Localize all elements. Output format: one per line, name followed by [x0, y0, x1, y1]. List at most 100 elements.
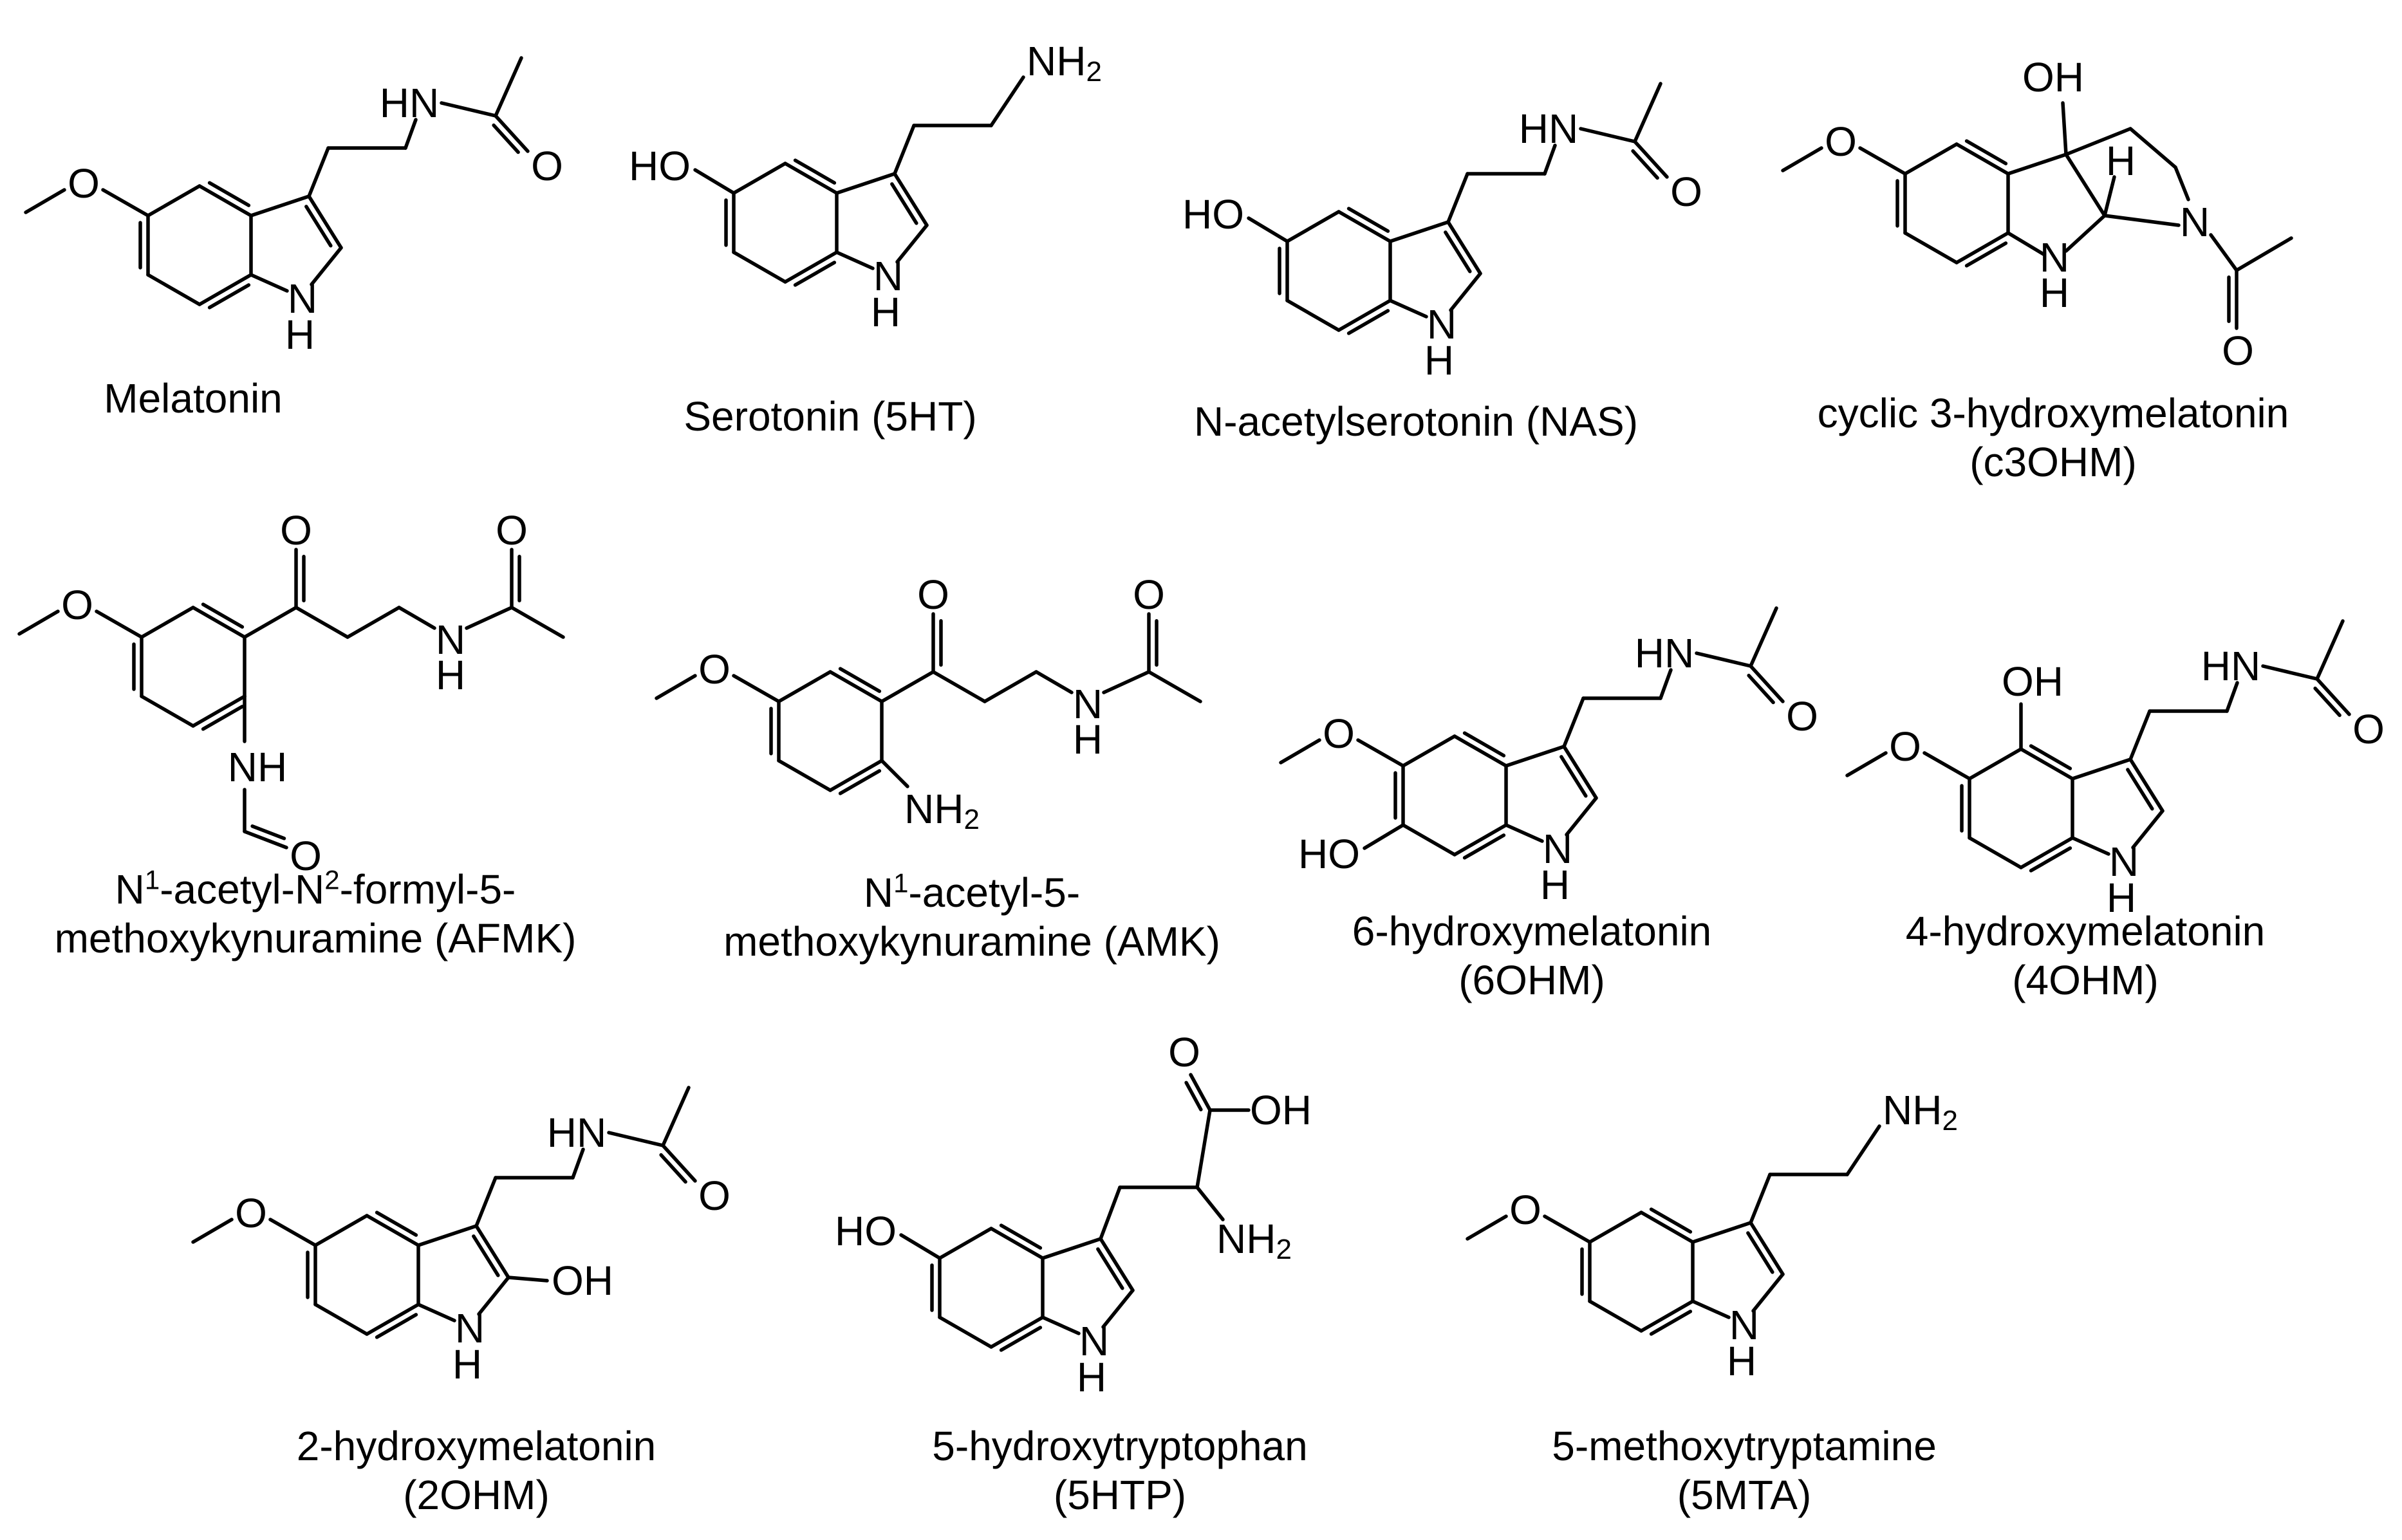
amide-bond [1579, 127, 1637, 144]
amide-n-label: N [436, 617, 465, 663]
benzene-bond [828, 670, 884, 703]
pyrrole-bond [1446, 220, 1482, 275]
pyrrole-bond [895, 223, 929, 264]
pyrrole-bond [477, 1276, 510, 1316]
benzene-bond [365, 1303, 420, 1336]
ethyl-bond [474, 1176, 498, 1228]
benzene-bond [1401, 734, 1457, 768]
benzene-bond [140, 606, 195, 639]
benzene-bond [999, 1326, 1043, 1352]
amine-bond [1845, 1124, 1881, 1176]
ethyl-bond [893, 124, 916, 176]
benzene-bond [2019, 836, 2074, 869]
ketone-bond [880, 670, 935, 703]
caption-6ohm: 6-hydroxymelatonin (6OHM) [1352, 908, 1712, 1003]
hydroxy-bond [1247, 216, 1289, 243]
carbonyl-bond [494, 114, 530, 153]
benzene-bond [783, 162, 839, 195]
hydroxy-bond [1363, 823, 1405, 850]
amide-bond [1695, 651, 1753, 668]
ethyl-bond [2128, 709, 2152, 761]
benzene-bond [938, 1227, 993, 1260]
pyrrole-bond [835, 250, 875, 270]
benzene-bond [201, 602, 245, 629]
benzene-bond [1285, 299, 1341, 332]
benzene-bond [207, 181, 251, 207]
hydroxy-bond [899, 1233, 942, 1260]
benzene-bond [2019, 747, 2074, 781]
amide-hn-label: HN [547, 1109, 606, 1156]
methyl-bond [17, 609, 60, 636]
pyrrole-bond [2131, 809, 2165, 849]
amide-h-label: H [1073, 716, 1103, 763]
benzene-bond [365, 1214, 420, 1247]
pyrrole-bond [1388, 299, 1428, 319]
amine-label: NH2 [1027, 38, 1102, 88]
methyl-bond [1845, 751, 1888, 777]
indole-h-label: H [871, 289, 900, 335]
benzene-bond [313, 1303, 369, 1336]
amine-bond [989, 75, 1025, 127]
pyrrolidine-bond [2103, 214, 2181, 227]
carbonyl-o-label: O [2222, 328, 2254, 374]
carbonyl-bond [1749, 664, 1785, 703]
amide-bond [1659, 668, 1673, 700]
indole-n-label: N [455, 1305, 485, 1351]
amine-label: NH2 [904, 786, 980, 835]
ethyl-bond [307, 146, 330, 198]
acetyl-methyl-bond [1633, 82, 1662, 144]
benzene-bond [1639, 1211, 1695, 1244]
ring-bond [2006, 153, 2068, 176]
pyrrole-bond [1746, 1231, 1774, 1274]
benzene-bond [777, 670, 832, 703]
amide-hn-label: HN [380, 80, 439, 126]
benzene-bond [838, 769, 882, 795]
amide-bond [2225, 681, 2239, 713]
pyrrole-bond [2071, 757, 2132, 781]
carboxyl-o-label: O [1168, 1029, 1200, 1075]
pyrrole-bond [1504, 745, 1566, 768]
acetyl-methyl-bond [494, 56, 523, 118]
methoxy-o-label: O [1509, 1187, 1541, 1233]
formamide-nh-label: NH [228, 744, 287, 790]
benzene-bond [777, 759, 832, 792]
chain-bond [1034, 670, 1074, 694]
carbonyl-bond [1747, 673, 1775, 705]
methyl-bond [1781, 146, 1823, 172]
carbonyl-bond [492, 123, 520, 154]
caption-amk: N1-acetyl-5- methoxykynuramine (AMK) [723, 867, 1220, 965]
indole-n-label: N [2109, 839, 2139, 885]
benzene-bond [1453, 823, 1508, 857]
pyrrole-bond [1041, 1315, 1081, 1335]
pyrrole-bond [416, 1224, 478, 1247]
benzene-bond [1588, 1299, 1643, 1333]
caption-melatonin: Melatonin [104, 375, 283, 422]
ketone-o-label: O [280, 507, 312, 553]
indole-h-label: H [1077, 1354, 1106, 1400]
pyrrole-bond [1565, 796, 1598, 837]
indole-n-label: N [873, 253, 903, 299]
pyrrole-bond [890, 182, 918, 225]
hydroxy-label: OH [552, 1257, 613, 1304]
methoxy-bond [1543, 1214, 1592, 1244]
pyrrole-bond [893, 172, 929, 227]
benzene-bond [1337, 210, 1392, 243]
chain-bond [1099, 1185, 1122, 1241]
carboxyl-bond [1195, 1108, 1212, 1189]
formyl-o-label: O [290, 833, 322, 879]
benzene-bond [1968, 836, 2023, 869]
benzene-bond [1955, 231, 2010, 264]
carboxyl-oh-label: OH [1250, 1087, 1312, 1133]
benzene-bond [1964, 139, 2008, 165]
indole-n-label: N [1427, 301, 1457, 348]
ring-bond [2006, 231, 2045, 256]
amide-bond [440, 101, 498, 118]
indole-h-label: H [1424, 337, 1454, 384]
benzene-bond [375, 1313, 418, 1339]
chain-bond [397, 606, 436, 630]
carbonyl-bond [1631, 149, 1659, 180]
ethyl-bond [1446, 172, 1469, 224]
benzene-bond [1968, 747, 2023, 781]
amide-o-label: O [496, 507, 528, 553]
amide-bond [404, 118, 418, 150]
